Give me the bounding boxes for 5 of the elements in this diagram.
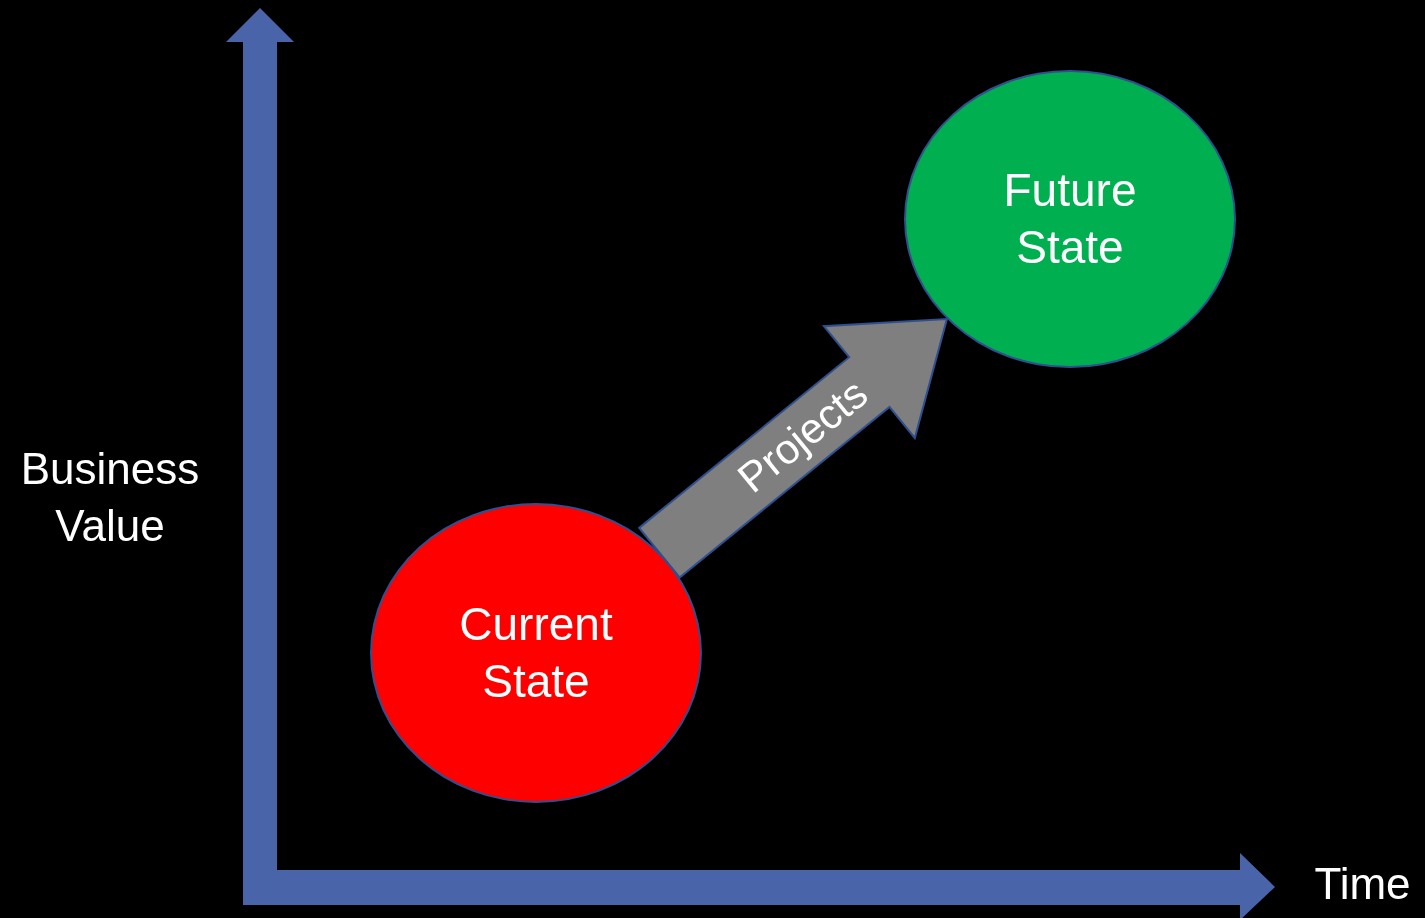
state-label: Future State: [1002, 162, 1138, 275]
state-label: Current State: [458, 596, 614, 709]
axis-label: Business Value: [19, 443, 201, 553]
axis-label: Time: [1313, 858, 1412, 910]
block-arrow: [637, 317, 949, 579]
